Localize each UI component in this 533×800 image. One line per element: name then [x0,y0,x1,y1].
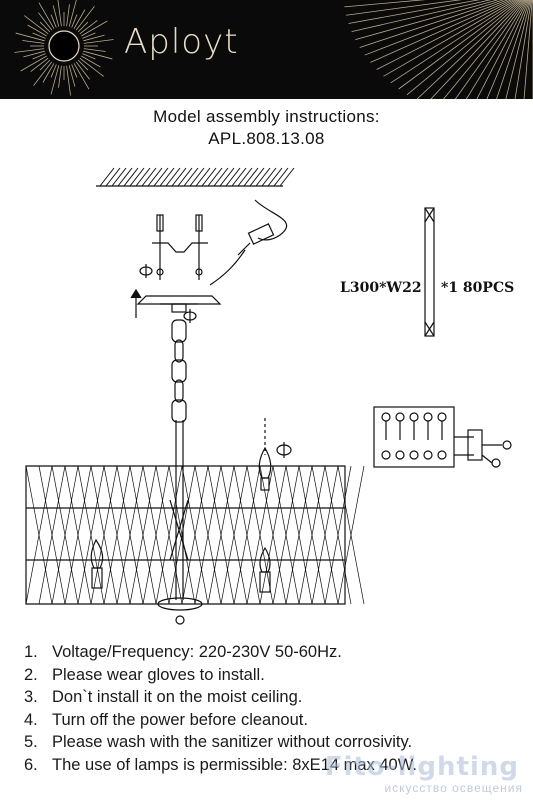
brand-logo: Aployt [124,22,239,62]
document-title-block: Model assembly instructions: APL.808.13.… [0,106,533,150]
instruction-number: 2. [24,665,38,684]
bulb-icon [258,446,272,479]
header-banner: Aployt [0,0,533,99]
wiring-diagram [373,406,512,468]
instruction-item: 6. The use of lamps is permissible: 8xE14… [24,754,529,777]
instructions-list: 1. Voltage/Frequency: 220-230V 50-60Hz. 2… [24,641,529,776]
canopy [136,295,222,305]
instruction-item: 2. Please wear gloves to install. [24,664,529,687]
wire-connector-icon [209,199,288,286]
sun-logo-icon [48,30,80,62]
crystal-spec-label: L300*W22 [340,280,422,296]
instruction-number: 1. [24,643,38,661]
document-title: Model assembly instructions: [153,107,380,126]
phi-marks [139,264,292,458]
instruction-text: Turn off the power before cleanout. [52,710,308,729]
instruction-item: 3. Don`t install it on the moist ceiling. [24,686,529,709]
instruction-number: 6. [24,755,38,774]
instruction-text: Please wash with the sanitizer without c… [52,733,413,751]
mounting-screws-icon [152,214,208,280]
watermark-tagline: искусство освещения [384,781,523,795]
instruction-text: Voltage/Frequency: 220-230V 50-60Hz. [52,643,342,661]
instruction-item: 1. Voltage/Frequency: 220-230V 50-60Hz. [24,641,529,664]
instruction-item: 4. Turn off the power before cleanout. [24,709,529,732]
instruction-number: 4. [24,710,38,729]
lampshade-frame [25,465,365,605]
instruction-number: 5. [24,733,38,751]
instruction-item: 5. Please wash with the sanitizer without… [24,731,529,754]
crystal-quantity-label: *1 80PCS [441,280,515,296]
instruction-text: Please wear gloves to install. [52,665,265,684]
chain [171,319,187,423]
model-number: APL.808.13.08 [208,129,325,148]
instruction-number: 3. [24,688,38,706]
assembly-diagram [25,167,512,625]
sunburst-decoration [14,0,533,99]
instruction-text: Don`t install it on the moist ceiling. [52,688,303,706]
instruction-text: The use of lamps is permissible: 8xE14 m… [52,755,417,774]
watermark-logo: Fito-lighting [324,752,519,782]
crystal-piece-icon [424,207,435,337]
